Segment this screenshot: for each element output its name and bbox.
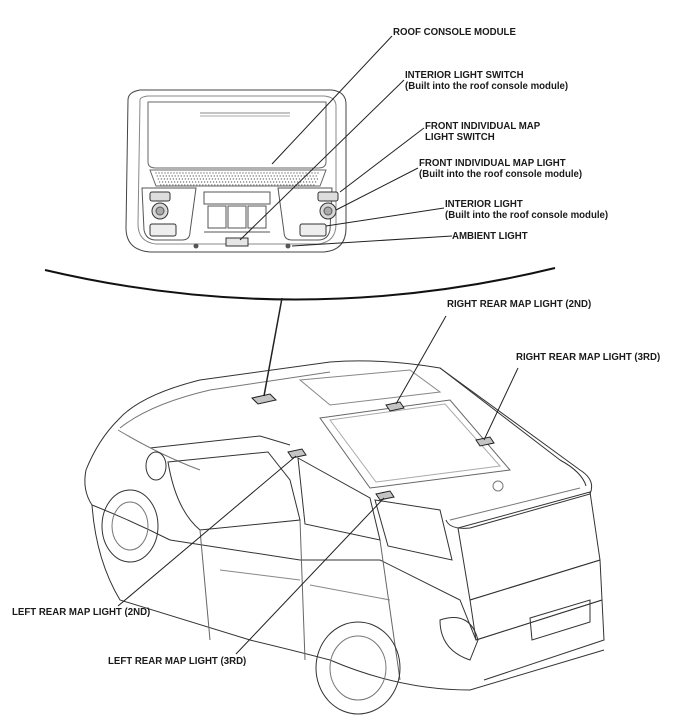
label-right-rear-map-light-3rd: RIGHT REAR MAP LIGHT (3RD) xyxy=(516,351,661,363)
leader-ambient-light xyxy=(291,235,453,247)
leader-front-map-light-switch xyxy=(339,127,425,193)
label-line: FRONT INDIVIDUAL MAP LIGHT xyxy=(419,157,566,169)
vehicle-wheels xyxy=(101,489,401,715)
label-line: FRONT INDIVIDUAL MAP xyxy=(425,120,541,132)
label-line: (Built into the roof console module) xyxy=(419,168,583,180)
left-rear-map-light-2nd-part xyxy=(287,448,307,459)
label-front-individual-map-light-switch: FRONT INDIVIDUAL MAP LIGHT SWITCH xyxy=(425,121,540,143)
label-line: (Built into the roof console module) xyxy=(445,209,609,221)
leader-roof-console-module xyxy=(271,35,393,165)
ambient-light-right xyxy=(285,243,291,249)
interior-light-lens-right xyxy=(299,223,327,237)
leader-interior-light xyxy=(325,207,445,227)
label-left-rear-map-light-3rd: LEFT REAR MAP LIGHT (3RD) xyxy=(108,655,247,667)
label-line: INTERIOR LIGHT SWITCH xyxy=(405,69,524,81)
vehicle-outline xyxy=(84,360,605,691)
leader-right-rear-3rd xyxy=(483,367,519,441)
front-map-light-switch-left xyxy=(149,191,171,202)
label-interior-light-switch: INTERIOR LIGHT SWITCH (Built into the ro… xyxy=(405,70,568,92)
interior-light-lens-left xyxy=(149,223,177,237)
label-left-rear-map-light-2nd: LEFT REAR MAP LIGHT (2ND) xyxy=(12,606,151,618)
interior-light-switch-part xyxy=(225,237,249,247)
detail-separator-arc xyxy=(44,267,556,301)
label-front-individual-map-light: FRONT INDIVIDUAL MAP LIGHT (Built into t… xyxy=(419,158,582,180)
left-rear-map-light-3rd-part xyxy=(375,490,395,501)
label-roof-console-module: ROOF CONSOLE MODULE xyxy=(393,26,516,38)
label-line: (Built into the roof console module) xyxy=(405,80,569,92)
console-grille-dots xyxy=(155,172,319,186)
console-lower-panel xyxy=(141,187,333,241)
right-rear-map-light-2nd-part xyxy=(385,401,405,412)
ambient-light-left xyxy=(193,243,199,249)
label-line: LIGHT SWITCH xyxy=(425,131,495,143)
leader-front-map-light xyxy=(335,167,419,211)
leader-left-rear-2nd xyxy=(117,455,297,607)
label-ambient-light: AMBIENT LIGHT xyxy=(452,230,528,242)
front-map-light-switch-right xyxy=(317,191,339,202)
label-line: INTERIOR LIGHT xyxy=(445,198,523,210)
label-right-rear-map-light-2nd: RIGHT REAR MAP LIGHT (2ND) xyxy=(447,298,592,310)
leader-console-to-vehicle xyxy=(263,297,283,397)
leader-lines xyxy=(117,35,519,655)
leader-left-rear-3rd xyxy=(235,497,385,655)
leader-right-rear-2nd xyxy=(395,315,447,405)
label-interior-light: INTERIOR LIGHT (Built into the roof cons… xyxy=(445,199,608,221)
leader-interior-light-switch xyxy=(239,79,405,241)
roof-console-module xyxy=(125,89,347,253)
